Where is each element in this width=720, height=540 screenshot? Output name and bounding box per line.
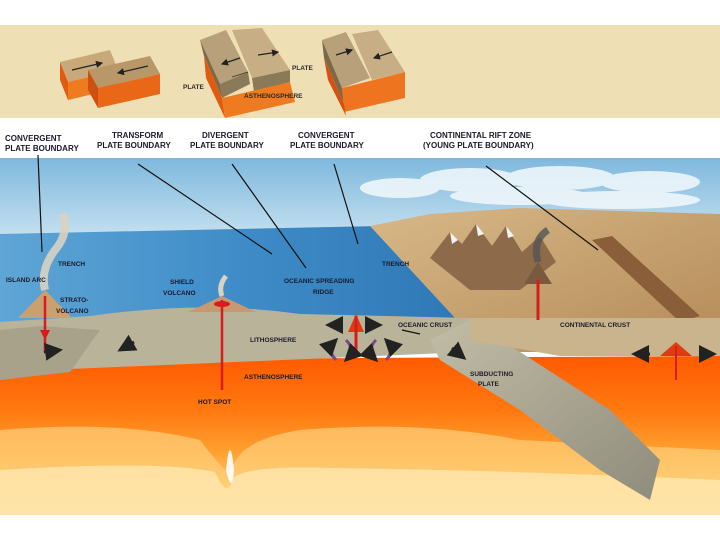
trench-label-left: TRENCH xyxy=(58,261,85,268)
continental-crust-label: CONTINENTAL CRUST xyxy=(560,322,630,329)
convergent-block-diagram xyxy=(322,30,405,116)
arrow-icon xyxy=(446,341,467,360)
continental-crust xyxy=(470,318,720,356)
rift-valley xyxy=(592,236,700,322)
subducting-plate-label-line2: PLATE xyxy=(478,381,499,388)
strato-volcano xyxy=(18,212,72,352)
rift-zone-label-line2: (YOUNG PLATE BOUNDARY) xyxy=(423,141,534,150)
hot-spot-label: HOT SPOT xyxy=(198,399,231,406)
continental-volcano xyxy=(524,227,552,320)
convection-arrow-icon xyxy=(383,337,403,362)
oceanic-crust-label: OCEANIC CRUST xyxy=(398,322,452,329)
convergent-boundary-label-1-line2: PLATE BOUNDARY xyxy=(5,144,79,153)
asthenosphere-label: ASTHENOSPHERE xyxy=(244,374,303,381)
transform-block-diagram xyxy=(60,50,160,108)
clouds xyxy=(360,166,700,209)
strato-volcano-label-line2: VOLCANO xyxy=(56,308,89,315)
convection-arrow-icon xyxy=(343,338,363,363)
scene-labels: TRENCH ISLAND ARC STRATO- VOLCANO SHIELD… xyxy=(6,261,630,406)
mountain-range xyxy=(430,224,556,290)
rift-magma xyxy=(631,342,717,380)
shield-volcano-label: SHIELD xyxy=(170,279,194,286)
lithosphere-label: LITHOSPHERE xyxy=(250,337,297,344)
ocean xyxy=(0,226,470,322)
trench-label-right: TRENCH xyxy=(382,261,409,268)
convergent-boundary-label-1: CONVERGENT xyxy=(5,134,62,143)
arrow-icon xyxy=(43,342,63,361)
cross-section-scene xyxy=(0,154,720,515)
asthenosphere-top-label: ASTHENOSPHERE xyxy=(244,93,303,100)
island-arc-label: ISLAND ARC xyxy=(6,277,46,284)
divergent-boundary-label-line2: PLATE BOUNDARY xyxy=(190,141,264,150)
spreading-ridge-label: OCEANIC SPREADING xyxy=(284,278,354,285)
convection-arrow-icon xyxy=(359,338,379,363)
spreading-ridge xyxy=(319,314,403,363)
strato-volcano-label: STRATO- xyxy=(60,297,88,304)
plate-label: PLATE xyxy=(292,65,313,72)
arrow-icon xyxy=(117,334,138,352)
shield-volcano xyxy=(188,274,256,390)
shield-volcano-label-line2: VOLCANO xyxy=(163,290,196,297)
subducting-plate-label: SUBDUCTING xyxy=(470,371,513,378)
divergent-boundary-label: DIVERGENT xyxy=(202,131,249,140)
subducting-slab xyxy=(430,320,660,500)
divergent-block-diagram: PLATE PLATE ASTHENOSPHERE xyxy=(183,28,313,118)
boundary-header-labels: CONVERGENT PLATE BOUNDARY TRANSFORM PLAT… xyxy=(5,131,534,153)
convergent-boundary-label-2-line2: PLATE BOUNDARY xyxy=(290,141,364,150)
convergent-boundary-label-2: CONVERGENT xyxy=(298,131,355,140)
spreading-ridge-label-line2: RIDGE xyxy=(313,289,334,296)
convection-arrow-icon xyxy=(319,337,339,362)
plate-label-left: PLATE xyxy=(183,84,204,91)
transform-boundary-label-line2: PLATE BOUNDARY xyxy=(97,141,171,150)
block-diagrams-panel: PLATE PLATE ASTHENOSPHERE xyxy=(0,25,720,118)
transform-boundary-label: TRANSFORM xyxy=(112,131,163,140)
rift-zone-label: CONTINENTAL RIFT ZONE xyxy=(430,131,532,140)
